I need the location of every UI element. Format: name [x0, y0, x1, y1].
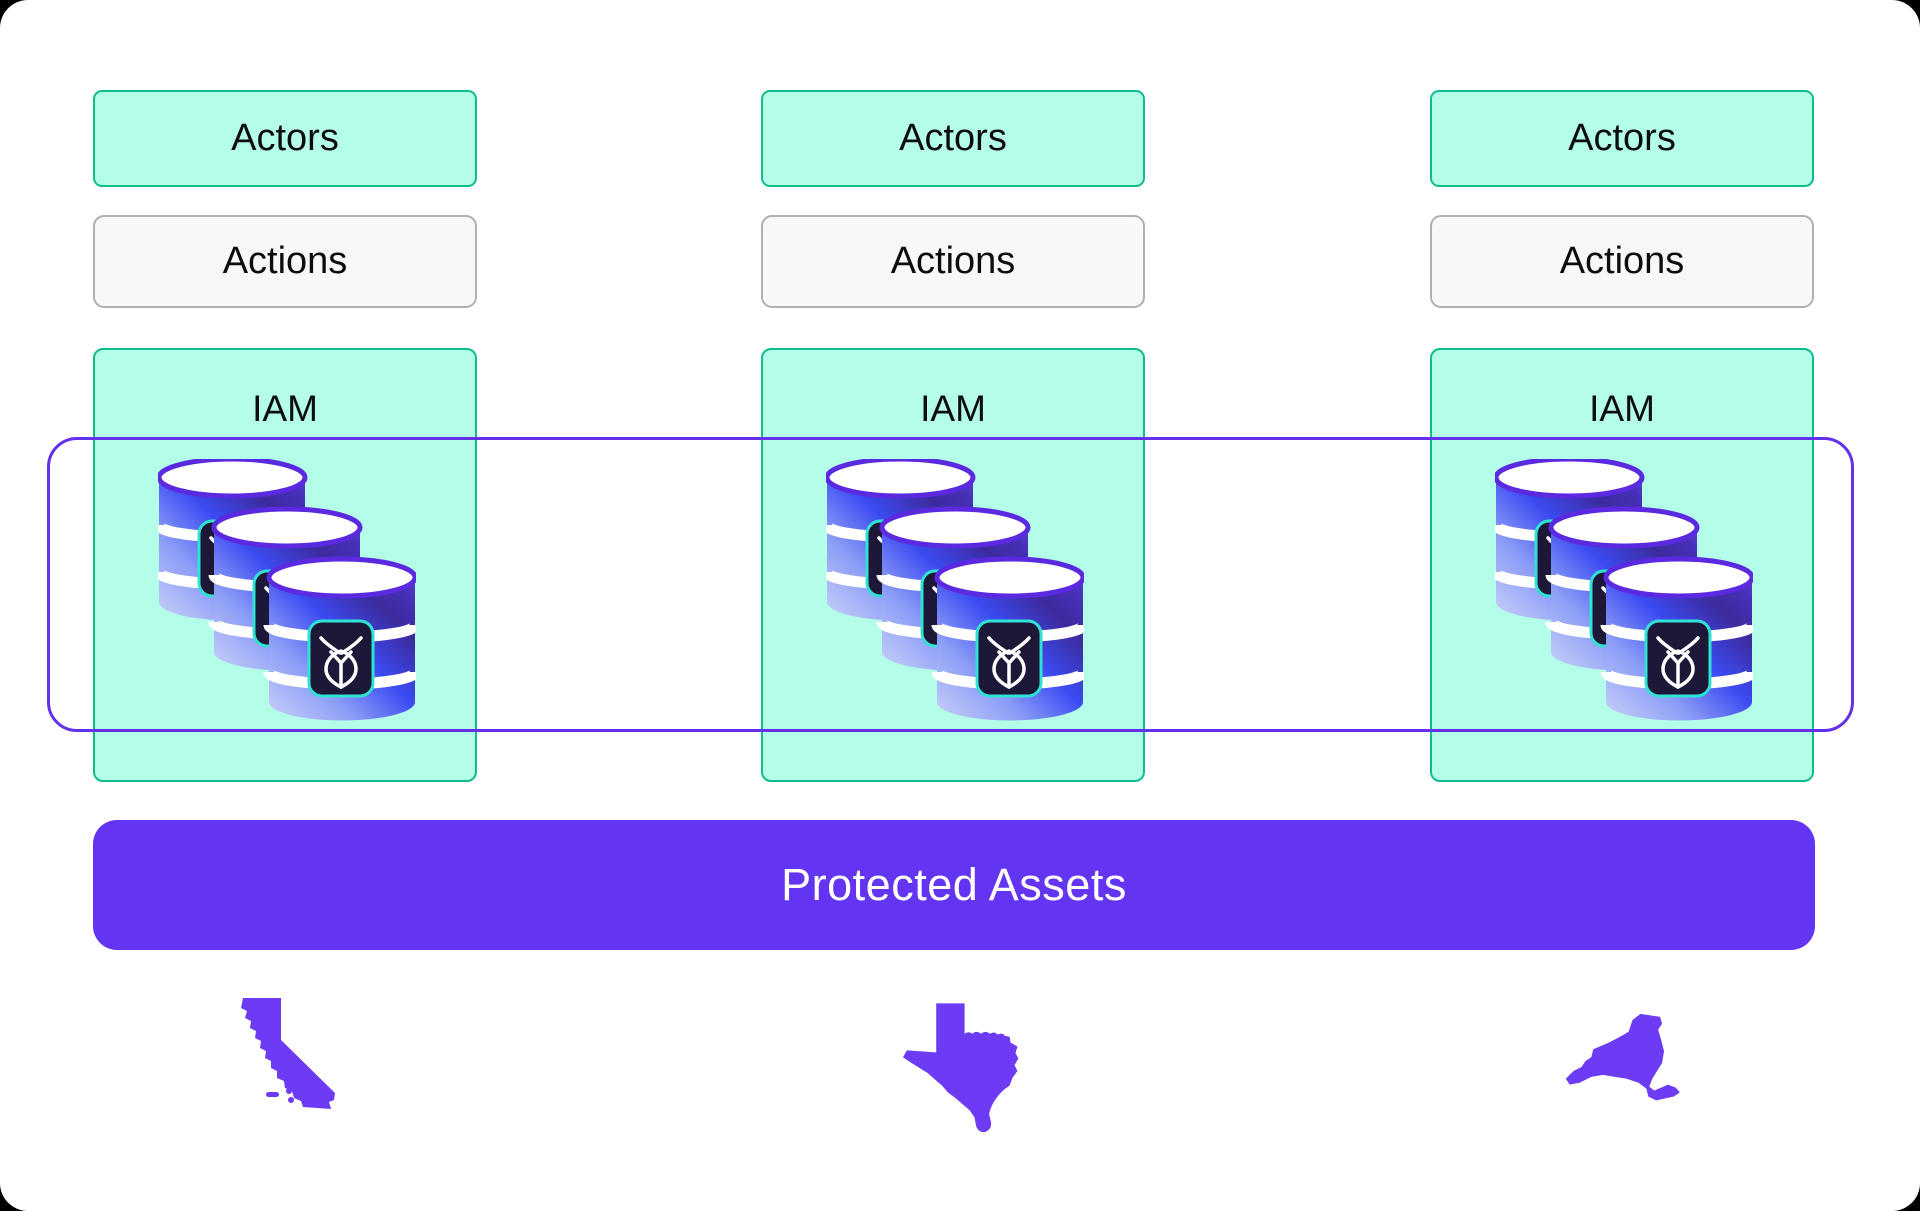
actors-label: Actors [899, 117, 1007, 159]
actions-box-2: Actions [761, 215, 1145, 308]
actions-box-3: Actions [1430, 215, 1814, 308]
actions-box-1: Actions [93, 215, 477, 308]
new-york-icon [1565, 1013, 1680, 1101]
protected-assets-label: Protected Assets [781, 859, 1127, 910]
actions-label: Actions [222, 240, 348, 282]
actions-label: Actions [1559, 240, 1685, 282]
california-icon [241, 998, 335, 1109]
actors-label: Actors [1568, 117, 1676, 159]
iam-label: IAM [920, 388, 986, 429]
iam-box-3: IAM [1430, 348, 1814, 782]
iam-label: IAM [1589, 388, 1655, 429]
protected-span-outline [47, 437, 1854, 732]
actors-box-3: Actors [1430, 90, 1814, 187]
iam-label: IAM [252, 388, 318, 429]
cockroachdb-database-stack-icon [826, 459, 1084, 721]
actions-label: Actions [890, 240, 1016, 282]
cockroachdb-database-stack-icon [158, 459, 416, 721]
iam-box-2: IAM [761, 348, 1145, 782]
protected-assets-banner: Protected Assets [93, 820, 1815, 950]
cockroachdb-database-stack-icon [1495, 459, 1753, 721]
actors-box-1: Actors [93, 90, 477, 187]
actors-label: Actors [231, 117, 339, 159]
texas-icon [902, 1003, 1019, 1133]
iam-box-1: IAM [93, 348, 477, 782]
actors-box-2: Actors [761, 90, 1145, 187]
